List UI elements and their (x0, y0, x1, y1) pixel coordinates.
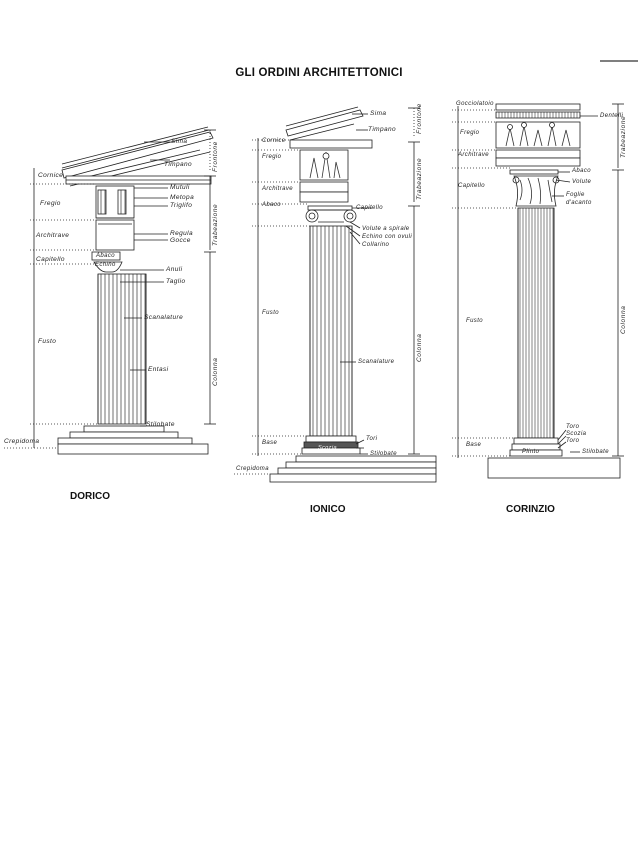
ionic-label-abaco: Abaco (262, 202, 282, 208)
doric-label-fregio: Fregio (40, 200, 61, 207)
doric-label-capitello: Capitello (36, 256, 65, 263)
ionic-label-capitello: Capitello (356, 205, 383, 211)
corinthian-label-acanto: d'acanto (566, 200, 592, 206)
doric-shaft (97, 273, 147, 425)
doric-order (4, 126, 216, 455)
doric-label-metopa: Metopa (170, 194, 195, 201)
ionic-base (305, 435, 357, 443)
ionic-label-collarino: Collarino (362, 242, 390, 248)
ionic-label-sima: Sima (370, 110, 387, 117)
corinthian-order (452, 103, 624, 479)
corinthian-label-volute: Volute (572, 179, 592, 185)
ionic-volute-right (343, 209, 357, 223)
doric-label-anuli: Anuli (166, 266, 183, 273)
ionic-architrave (299, 181, 349, 193)
ionic-label-stilobate: Stilobate (370, 451, 397, 457)
ionic-pediment (285, 109, 364, 137)
doric-label-timpano: Timpano (164, 161, 193, 168)
corinthian-label-plinto: Plinto (522, 449, 540, 455)
doric-side-colonna: Colonna (212, 357, 219, 386)
doric-architrave (95, 219, 135, 251)
ionic-label-architrave: Architrave (262, 186, 294, 192)
corinthian-abacus (509, 169, 559, 175)
doric-label-scanalature: Scanalature (144, 314, 184, 321)
ionic-side-trabeazione: Trabeazione (416, 157, 423, 200)
ionic-label-fusto: Fusto (262, 310, 280, 316)
corinthian-shaft (517, 207, 555, 439)
corinthian-label-dentelli: Dentelli (600, 113, 624, 119)
ionic-label-scanalature: Scanalature (358, 359, 395, 365)
corinthian-label-stilobate: Stilobate (582, 449, 609, 455)
ionic-label-echino: Echino con ovuli (362, 234, 413, 240)
ionic-label-volute: Volute a spirale (362, 226, 410, 232)
ionic-shaft (309, 225, 353, 437)
corinthian-cornice (495, 103, 581, 111)
ionic-label-tori: Tori (366, 436, 378, 442)
doric-label-cornice: Cornice (38, 172, 64, 179)
corinthian-label-base: Base (466, 442, 482, 448)
corinthian-label-fregio: Fregio (460, 130, 480, 136)
doric-label-entasi: Entasi (148, 366, 169, 373)
corinthian-order-name: CORINZIO (506, 504, 555, 515)
ionic-order (234, 106, 437, 483)
doric-pediment (61, 131, 214, 179)
doric-label-crepidoma: Crepidoma (4, 438, 40, 445)
ionic-label-fregio: Fregio (262, 154, 282, 160)
corinthian-side-trabeazione: Trabeazione (620, 115, 627, 158)
doric-label-sima: Sima (171, 138, 188, 145)
page-title: GLI ORDINI ARCHITETTONICI (235, 67, 403, 79)
doric-order-name: DORICO (70, 491, 110, 502)
doric-label-fusto: Fusto (38, 338, 57, 345)
doric-label-echino: Echino (95, 262, 116, 268)
ionic-label-timpano: Timpano (368, 126, 397, 133)
doric-echinus (93, 261, 123, 273)
corinthian-label-abaco: Abaco (572, 168, 592, 174)
ionic-label-base: Base (262, 440, 278, 446)
doric-label-stilobate: Stilobate (146, 421, 175, 428)
ionic-volute-left (305, 209, 319, 223)
doric-label-taglio: Taglio (166, 278, 186, 285)
corinthian-acanthus (513, 175, 559, 207)
doric-side-frontone: Frontone (212, 141, 219, 172)
ionic-cornice (289, 139, 373, 149)
corinthian-side-colonna: Colonna (620, 305, 627, 334)
corinthian-label-toro-top: Toro (566, 424, 580, 430)
corinthian-label-scozia: Scozia (566, 431, 587, 437)
ionic-order-name: IONICO (310, 504, 346, 515)
corinthian-stylobate (487, 457, 621, 479)
corinthian-label-architrave: Architrave (458, 152, 490, 158)
doric-label-architrave: Architrave (36, 232, 70, 239)
doric-side-trabeazione: Trabeazione (212, 203, 219, 246)
doric-label-abaco: Abaco (96, 253, 116, 259)
corinthian-dentils (495, 111, 581, 119)
doric-label-triglifo: Triglifo (170, 202, 193, 209)
corinthian-architrave (495, 149, 581, 159)
corinthian-base (513, 437, 559, 445)
doric-label-regula: Regula (170, 230, 193, 237)
ionic-label-cornice: Cornice (262, 138, 286, 144)
corinthian-label-gocciolatoio: Gocciolatoio (456, 101, 494, 107)
ionic-label-crepidoma: Crepidoma (236, 466, 269, 472)
doric-label-gocce: Gocce (170, 237, 191, 244)
ionic-label-scozia: Scozia (318, 445, 337, 451)
ionic-side-colonna: Colonna (416, 333, 423, 362)
corinthian-label-fusto: Fusto (466, 318, 484, 324)
corinthian-label-capitello: Capitello (458, 183, 485, 189)
doric-label-mutuli: Mutuli (170, 184, 190, 191)
doric-abacus (91, 251, 121, 261)
corinthian-label-toro-bottom: Toro (566, 438, 580, 444)
ionic-stylobate (295, 455, 437, 463)
ionic-side-frontone: Frontone (416, 103, 423, 134)
corinthian-label-foglie: Foglie (566, 192, 585, 198)
ionic-abacus (307, 205, 353, 211)
